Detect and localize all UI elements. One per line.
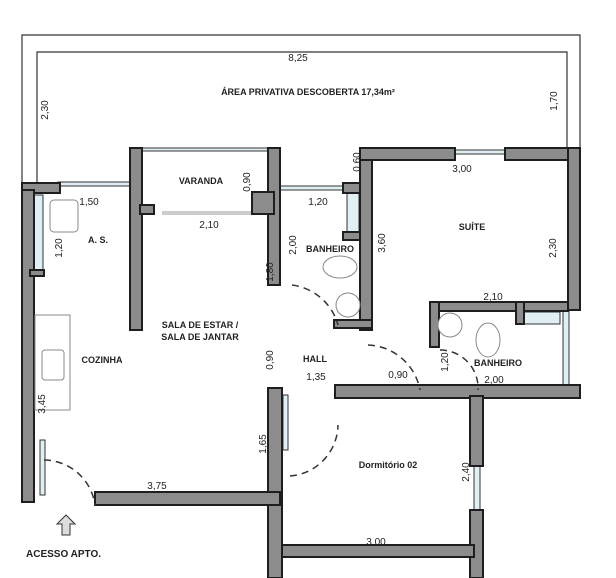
dim-sala-wall: 1,80 xyxy=(265,262,276,282)
dim-sala-bottom: 3,75 xyxy=(147,481,167,492)
dim-hall-door: 0,90 xyxy=(388,370,408,381)
room-dormitorio: Dormitório 02 xyxy=(359,460,418,470)
dim-varanda-depth: 0,90 xyxy=(242,172,253,192)
walls xyxy=(21,147,581,578)
terrace-outline xyxy=(21,34,581,185)
laundry-sink-icon xyxy=(49,199,79,233)
dim-terrace-right: 1,70 xyxy=(549,91,560,111)
dim-as-height: 1,20 xyxy=(54,238,65,258)
room-terrace: ÁREA PRIVATIVA DESCOBERTA 17,34m² xyxy=(221,87,395,97)
room-sala-1: SALA DE ESTAR / xyxy=(162,320,239,330)
toilet-icon xyxy=(322,255,358,279)
dimensions: 8,25 2,30 1,70 1,50 1,20 0,90 2,10 1,20 … xyxy=(37,53,560,548)
room-banheiro: BANHEIRO xyxy=(306,244,354,254)
windows xyxy=(30,147,570,513)
dim-suite-width: 3,00 xyxy=(452,164,472,175)
entrance-label: ACESSO APTO. xyxy=(26,549,101,560)
dim-bath-height: 2,00 xyxy=(288,235,299,255)
dim-hall-opening: 0,90 xyxy=(265,350,276,370)
dim-suite-bath-width: 2,10 xyxy=(483,292,503,303)
room-sala-2: SALA DE JANTAR xyxy=(161,332,239,342)
dim-terrace-left: 2,30 xyxy=(40,100,51,120)
room-varanda: VARANDA xyxy=(179,176,224,186)
sink-icon xyxy=(335,292,361,318)
dim-suite-offset: 0,60 xyxy=(352,152,363,172)
room-cozinha: COZINHA xyxy=(82,355,123,365)
dim-dorm-left: 1,65 xyxy=(258,434,269,454)
sink-icon xyxy=(437,312,463,338)
room-as: A. S. xyxy=(88,235,108,245)
dim-hall-width: 1,35 xyxy=(306,372,326,383)
dim-suite-height: 3,60 xyxy=(377,233,388,253)
arrow-up-icon xyxy=(55,514,77,536)
dim-bath-top: 1,20 xyxy=(308,197,328,208)
dim-terrace-width: 8,25 xyxy=(288,53,308,64)
doors xyxy=(43,284,479,506)
fixtures xyxy=(34,199,501,411)
kitchen-sink-icon xyxy=(41,349,65,381)
dim-suite-bath-bottom: 2,00 xyxy=(484,375,504,386)
dim-as-width: 1,50 xyxy=(79,197,99,208)
toilet-icon xyxy=(475,322,501,358)
room-suite: SUÍTE xyxy=(459,222,486,232)
room-banheiro-suite: BANHEIRO xyxy=(474,358,522,368)
dim-dorm-right: 2,40 xyxy=(461,462,472,482)
dim-suite-bath-height: 1,20 xyxy=(440,352,451,372)
room-labels: ÁREA PRIVATIVA DESCOBERTA 17,34m² VARAND… xyxy=(82,87,523,470)
dim-cozinha-height: 3,45 xyxy=(37,394,48,414)
dim-dorm-bottom: 3,00 xyxy=(366,537,386,548)
room-hall: HALL xyxy=(303,354,327,364)
dim-suite-right: 2,30 xyxy=(548,238,559,258)
dim-varanda-width: 2,10 xyxy=(199,220,219,231)
entrance: ACESSO APTO. xyxy=(26,514,101,560)
